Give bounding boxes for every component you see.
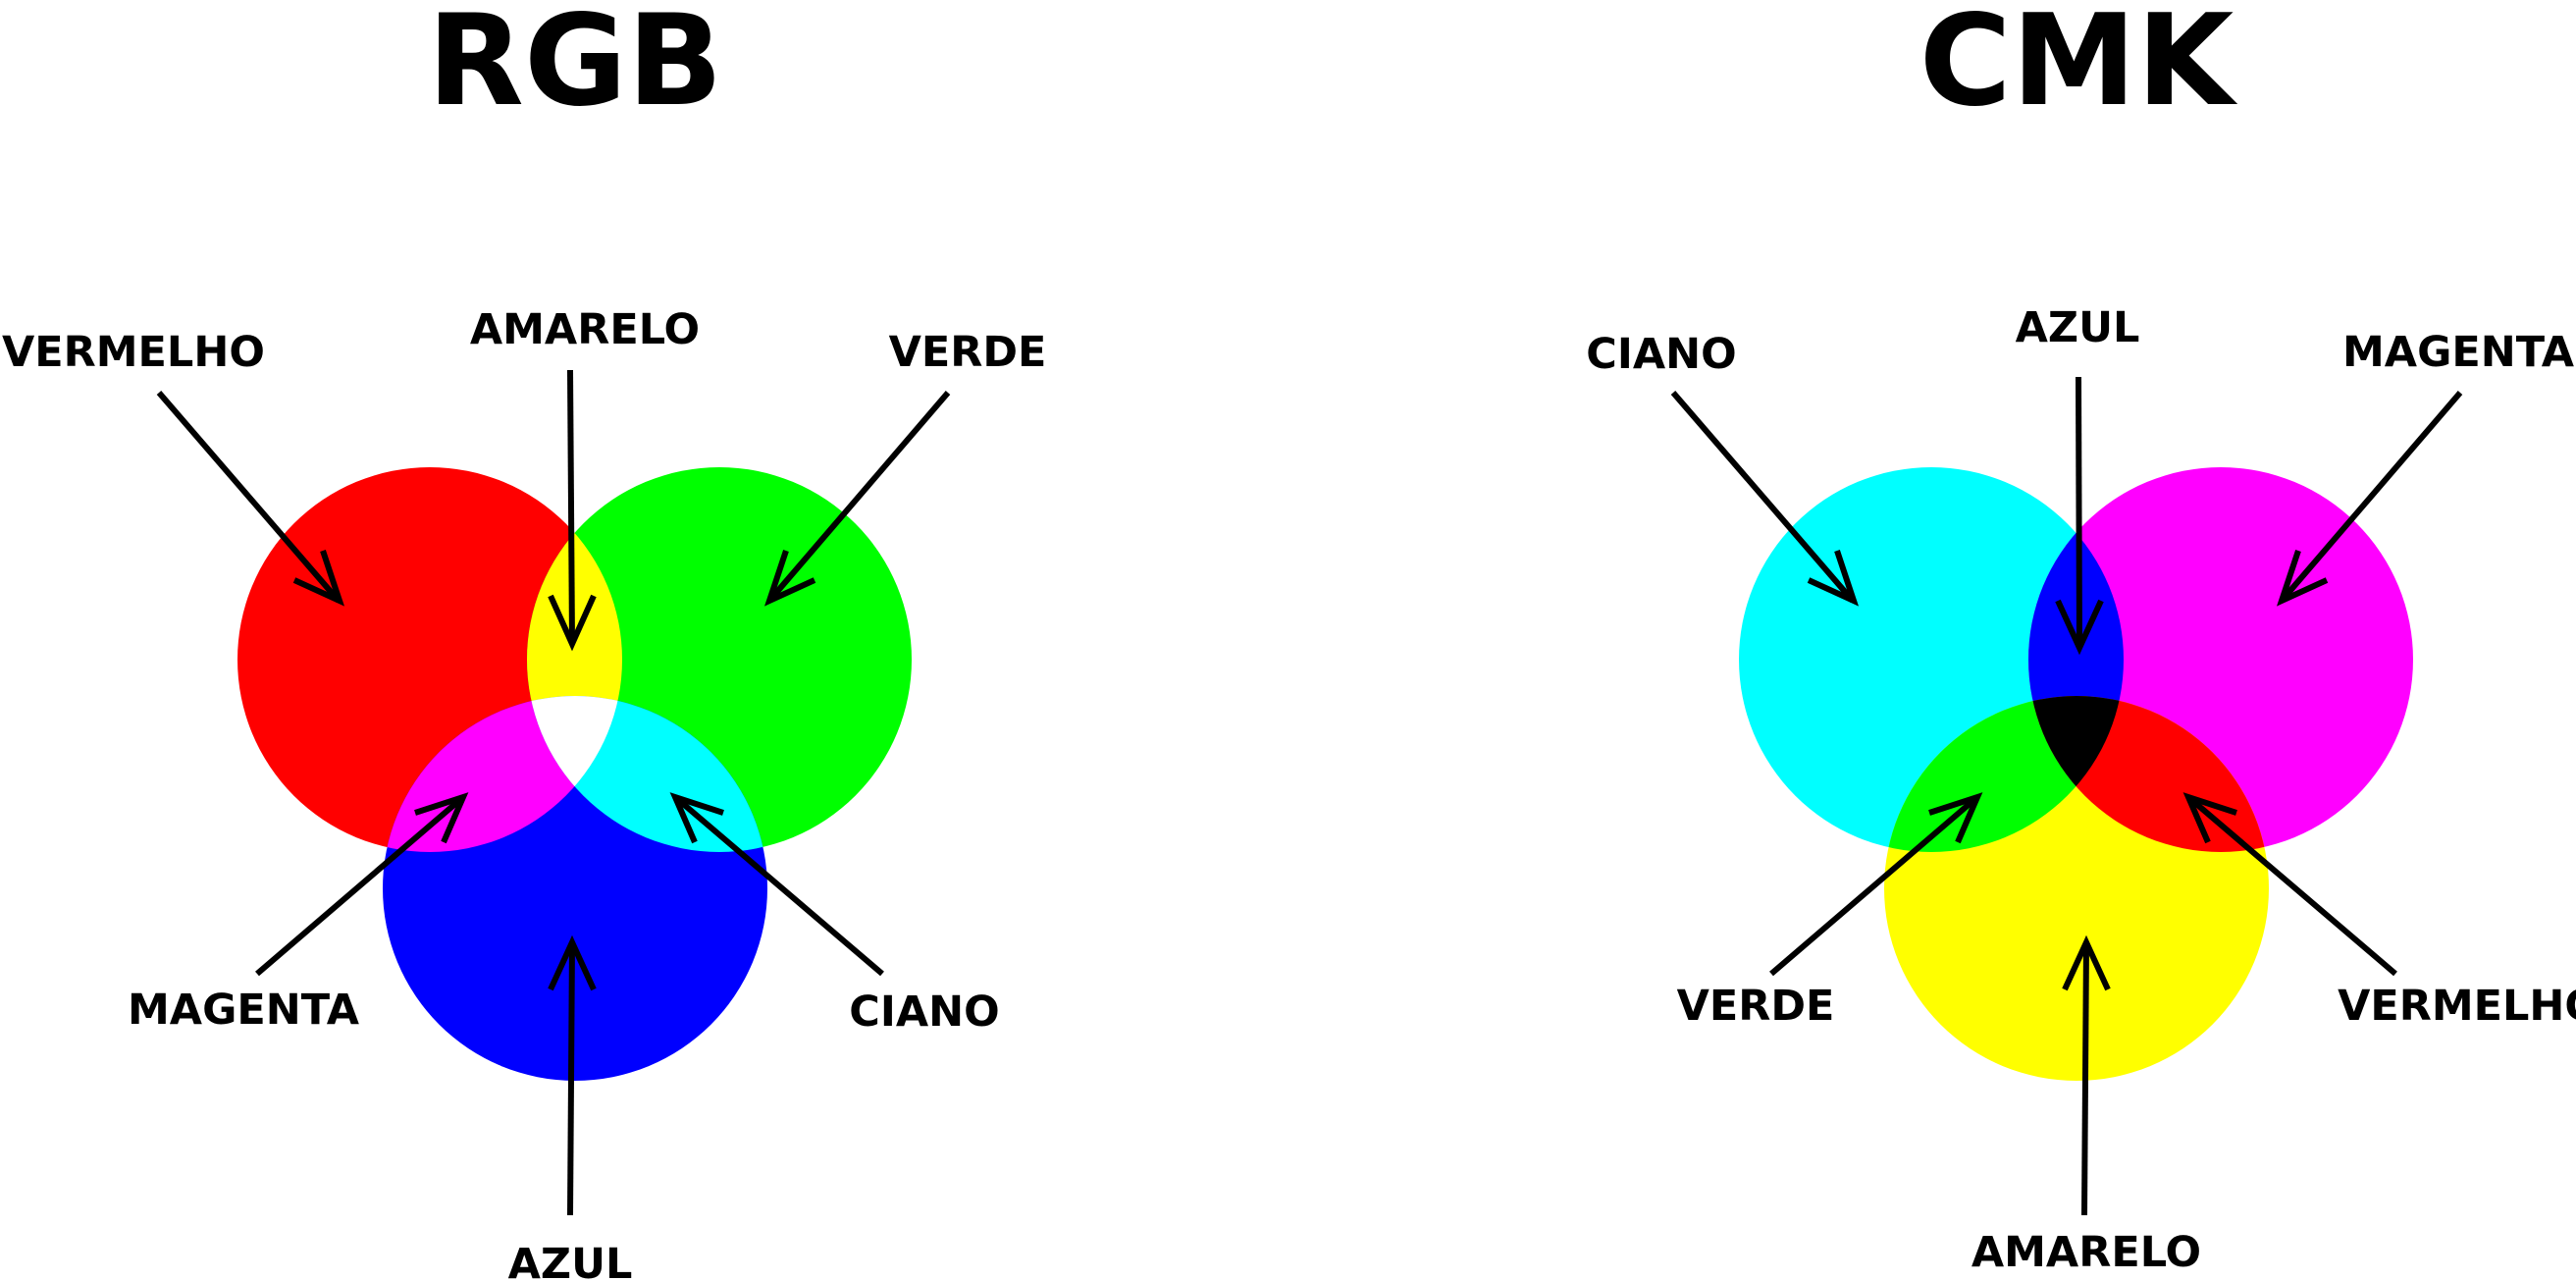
rgb-label-ciano: CIANO [849, 987, 999, 1037]
rgb-title: RGB [427, 0, 722, 134]
cmk-red-overlap [2028, 696, 2269, 852]
cmk-green-overlap [1884, 696, 2124, 852]
cmk-arrow-amarelo [2062, 934, 2111, 1216]
rgb-label-magenta: MAGENTA [128, 986, 360, 1035]
rgb-cyan-overlap [527, 696, 767, 852]
cmk-label-magenta: MAGENTA [2342, 328, 2575, 377]
rgb-venn [237, 467, 912, 1081]
rgb-arrow-magenta [255, 792, 469, 977]
cmk-arrow-vermelho [2182, 792, 2397, 977]
cmk-label-verde: VERDE [1677, 982, 1835, 1031]
rgb-magenta-overlap [383, 696, 622, 852]
rgb-label-vermelho: VERMELHO [2, 328, 265, 377]
rgb-label-amarelo: AMARELO [470, 305, 700, 354]
rgb-label-azul: AZUL [508, 1240, 633, 1281]
rgb-diagram: RGB [2, 0, 1046, 1281]
cmk-arrow-azul [2055, 376, 2104, 656]
cmk-label-ciano: CIANO [1586, 330, 1736, 379]
rgb-arrow-ciano [669, 792, 884, 977]
rgb-arrow-verde [763, 391, 951, 607]
rgb-arrow-vermelho [156, 391, 345, 607]
cmk-arrow-ciano [1670, 391, 1860, 607]
cmk-label-azul: AZUL [2016, 303, 2140, 352]
cmk-diagram: CMK [1586, 0, 2576, 1277]
cmk-arrow-magenta [2276, 391, 2463, 607]
cmk-title: CMK [1919, 0, 2238, 134]
cmk-arrow-verde [1769, 792, 1983, 977]
rgb-label-verde: VERDE [889, 328, 1047, 377]
rgb-arrow-amarelo [548, 369, 597, 652]
cmk-label-amarelo: AMARELO [1971, 1228, 2201, 1277]
rgb-arrow-azul [548, 934, 597, 1216]
cmk-label-vermelho: VERMELHO [2338, 982, 2576, 1031]
